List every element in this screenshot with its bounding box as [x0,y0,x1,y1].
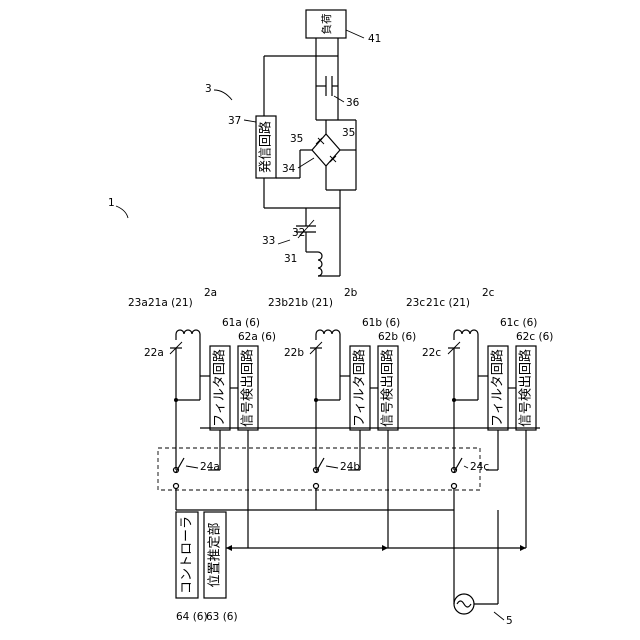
ref-2a: 2a [204,287,217,299]
ref-36: 36 [346,97,360,109]
signal-c-label: 信号検出回路 [518,349,534,427]
ref-24b: 24b [340,461,360,473]
receiver-coil [318,252,322,276]
ref-1: 1 [108,197,115,209]
ref-2c: 2c [482,287,495,299]
ref-33: 33 [262,235,275,247]
ref-21c: 21c (21) [426,297,470,309]
ref-35b: 35 [342,127,355,139]
ref-62a: 62a (6) [238,331,276,343]
ref-62b: 62b (6) [378,331,416,343]
ref-34: 34 [282,163,296,175]
ref-35a: 35 [290,133,303,145]
ref-3: 3 [205,83,212,95]
ref-22a: 22a [144,347,164,359]
filter-c-label: フィルタ回路 [490,349,506,427]
ref-37: 37 [228,115,241,127]
ref-24c: 24c [470,461,489,473]
ref-62c: 62c (6) [516,331,553,343]
coil-c [454,330,478,334]
filter-a-label: フィルタ回路 [212,349,228,427]
ref-41: 41 [368,33,381,45]
coil-b [316,330,340,334]
ref-2b: 2b [344,287,358,299]
ref-23a: 23a [128,297,148,309]
ref-23c: 23c [406,297,425,309]
signal-b-label: 信号検出回路 [380,349,396,427]
ac-wave-icon [457,601,471,607]
ref-61c: 61c (6) [500,317,537,329]
ref-61b: 61b (6) [362,317,400,329]
ref-31: 31 [284,253,297,265]
ref-63: 63 (6) [206,611,238,623]
ref-23b: 23b [268,297,288,309]
ref-32: 32 [292,227,305,239]
ref-22c: 22c [422,347,441,359]
ref-22b: 22b [284,347,304,359]
controller-label: コントローラ [180,516,195,594]
ref-5: 5 [506,615,513,627]
ref-24a: 24a [200,461,220,473]
position-label: 位置推定部 [208,522,223,587]
signal-a-label: 信号検出回路 [240,349,256,427]
filter-b-label: フィルタ回路 [352,349,368,427]
ref-21b: 21b (21) [288,297,333,309]
coil-a [176,330,200,334]
ref-61a: 61a (6) [222,317,260,329]
oscillator-label: 発信回路 [258,121,274,173]
ref-64: 64 (6) [176,611,208,623]
load-label: 負荷 [321,14,333,35]
ref-21a: 21a (21) [148,297,193,309]
